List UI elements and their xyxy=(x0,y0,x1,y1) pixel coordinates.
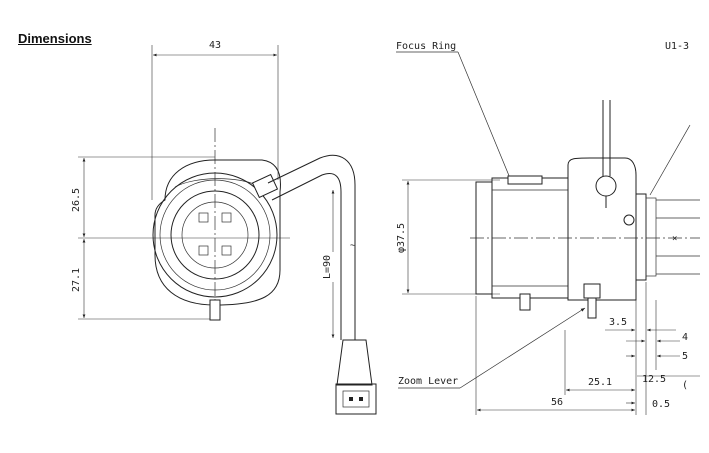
dim-25-1-text: 25.1 xyxy=(588,377,612,388)
focus-ring-label: Focus Ring xyxy=(396,41,456,52)
side-cable-boss xyxy=(595,175,617,197)
side-zoom-lever-shaft xyxy=(587,297,597,319)
cable-boss xyxy=(251,173,279,199)
front-view: 43 26.5 27.1 xyxy=(71,40,377,415)
cable-length-label-bg xyxy=(322,252,338,282)
dim-3-5-text: 3.5 xyxy=(609,317,627,328)
lower-height-dim-text: 27.1 xyxy=(71,268,82,292)
lens-rim-inner xyxy=(170,190,260,280)
lens-marker-3 xyxy=(198,245,209,256)
dimensions-heading: Dimensions xyxy=(18,31,92,46)
dim-12-5-text: 12.5 xyxy=(642,374,666,385)
connector-body xyxy=(336,339,373,386)
rear-housing-screw xyxy=(623,214,635,226)
dim-paren-text: ( xyxy=(682,380,688,391)
front-housing xyxy=(154,159,281,306)
mount-flange xyxy=(635,193,647,281)
front-zoom-lever xyxy=(209,299,221,321)
width-dimension-text: 43 xyxy=(209,40,221,51)
dim-56-text: 56 xyxy=(551,397,563,408)
dim-4-text: 4 xyxy=(682,332,688,343)
focus-ring-grip xyxy=(507,175,543,185)
cable-inner xyxy=(271,173,342,340)
zoom-lever-leader xyxy=(459,307,586,389)
lens-marker-1 xyxy=(198,212,209,223)
connector-pin-2 xyxy=(359,397,363,401)
focus-ring-leader xyxy=(457,51,513,184)
lens-rim-mid xyxy=(159,179,271,291)
focus-lock-pin xyxy=(519,293,531,311)
mount-label: U1-3 xyxy=(665,41,689,52)
lens-marker-2 xyxy=(221,212,232,223)
center-cross-mark: × xyxy=(672,234,677,244)
dim-0-5-text: 0.5 xyxy=(652,399,670,410)
mount-thread xyxy=(645,197,657,277)
dim-5-text: 5 xyxy=(682,351,688,362)
lens-glass xyxy=(181,201,249,269)
connector-socket xyxy=(342,390,370,408)
housing-top-arc xyxy=(174,178,259,188)
side-view: Focus Ring U1-3 Zoom Lever φ37.5 xyxy=(396,41,700,415)
connector-pin-1 xyxy=(349,397,353,401)
upper-height-dim-text: 26.5 xyxy=(71,188,82,212)
cable-break-mark: ~ xyxy=(350,241,356,251)
rear-housing xyxy=(567,157,637,301)
mount-leader xyxy=(649,124,691,196)
zoom-lever-label: Zoom Lever xyxy=(398,376,458,387)
cable-outer xyxy=(267,154,356,340)
connector-head xyxy=(335,383,377,415)
cable-length-text: L=90 xyxy=(322,255,333,279)
diameter-dim-text: φ37.5 xyxy=(396,223,407,253)
lens-marker-4 xyxy=(221,245,232,256)
side-zoom-lever-head xyxy=(583,283,601,299)
lens-rim-outer xyxy=(152,172,278,298)
